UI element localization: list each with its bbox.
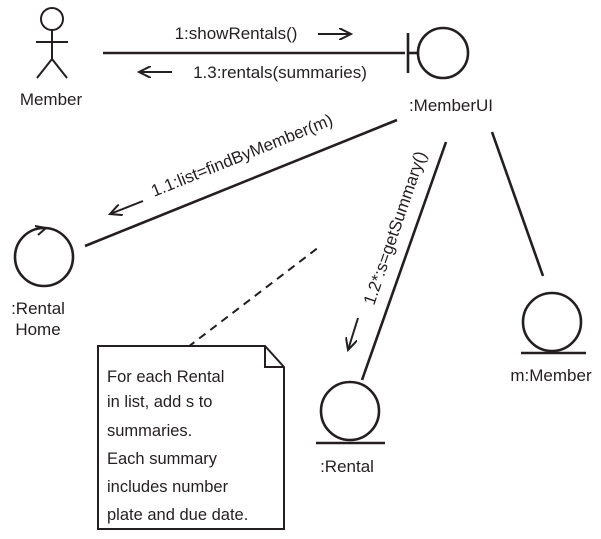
note-line: Each summary <box>107 450 218 468</box>
actor-label: Member <box>20 90 83 109</box>
boundary-circle <box>416 26 470 80</box>
note-shape <box>97 345 285 530</box>
rental-home-label-line1: :Rental <box>11 299 65 318</box>
message-rentals-summaries: 1.3:rentals(summaries) <box>193 63 367 82</box>
memberui-boundary: :MemberUI <box>406 26 493 115</box>
member-entity-label: m:Member <box>510 366 592 385</box>
memberui-label: :MemberUI <box>409 96 493 115</box>
actor-right-leg <box>51 58 68 79</box>
actor-left-leg <box>36 58 53 79</box>
note-line: summaries. <box>107 422 192 440</box>
control-circle <box>13 226 75 288</box>
note-fold <box>264 346 284 368</box>
rental-entity-circle <box>319 380 381 442</box>
control-arrowhead <box>34 225 49 236</box>
rental-home-label-line2: Home <box>15 320 60 339</box>
arrow-find-by-member <box>110 200 144 214</box>
note-line: For each Rental <box>107 368 224 386</box>
rental-entity: :Rental <box>316 380 385 476</box>
member-entity: m:Member <box>510 291 592 385</box>
member-actor: Member <box>20 7 83 109</box>
link-memberui-member <box>490 131 545 277</box>
note: For each Rental in list, add s to summar… <box>97 345 285 530</box>
note-line: plate and due date. <box>107 506 248 524</box>
note-line: in list, add s to <box>107 393 212 411</box>
member-entity-circle <box>521 291 583 353</box>
arrow-get-summary <box>348 317 359 350</box>
note-anchor-line <box>187 246 320 348</box>
rental-home-control: :Rental Home <box>11 225 75 339</box>
message-show-rentals: 1:showRentals() <box>175 24 298 43</box>
actor-head <box>40 7 64 31</box>
rental-entity-label: :Rental <box>320 457 374 476</box>
note-line: includes number <box>107 478 229 496</box>
link-memberui-rental <box>360 141 448 381</box>
link-memberui-rentalhome <box>84 118 398 248</box>
